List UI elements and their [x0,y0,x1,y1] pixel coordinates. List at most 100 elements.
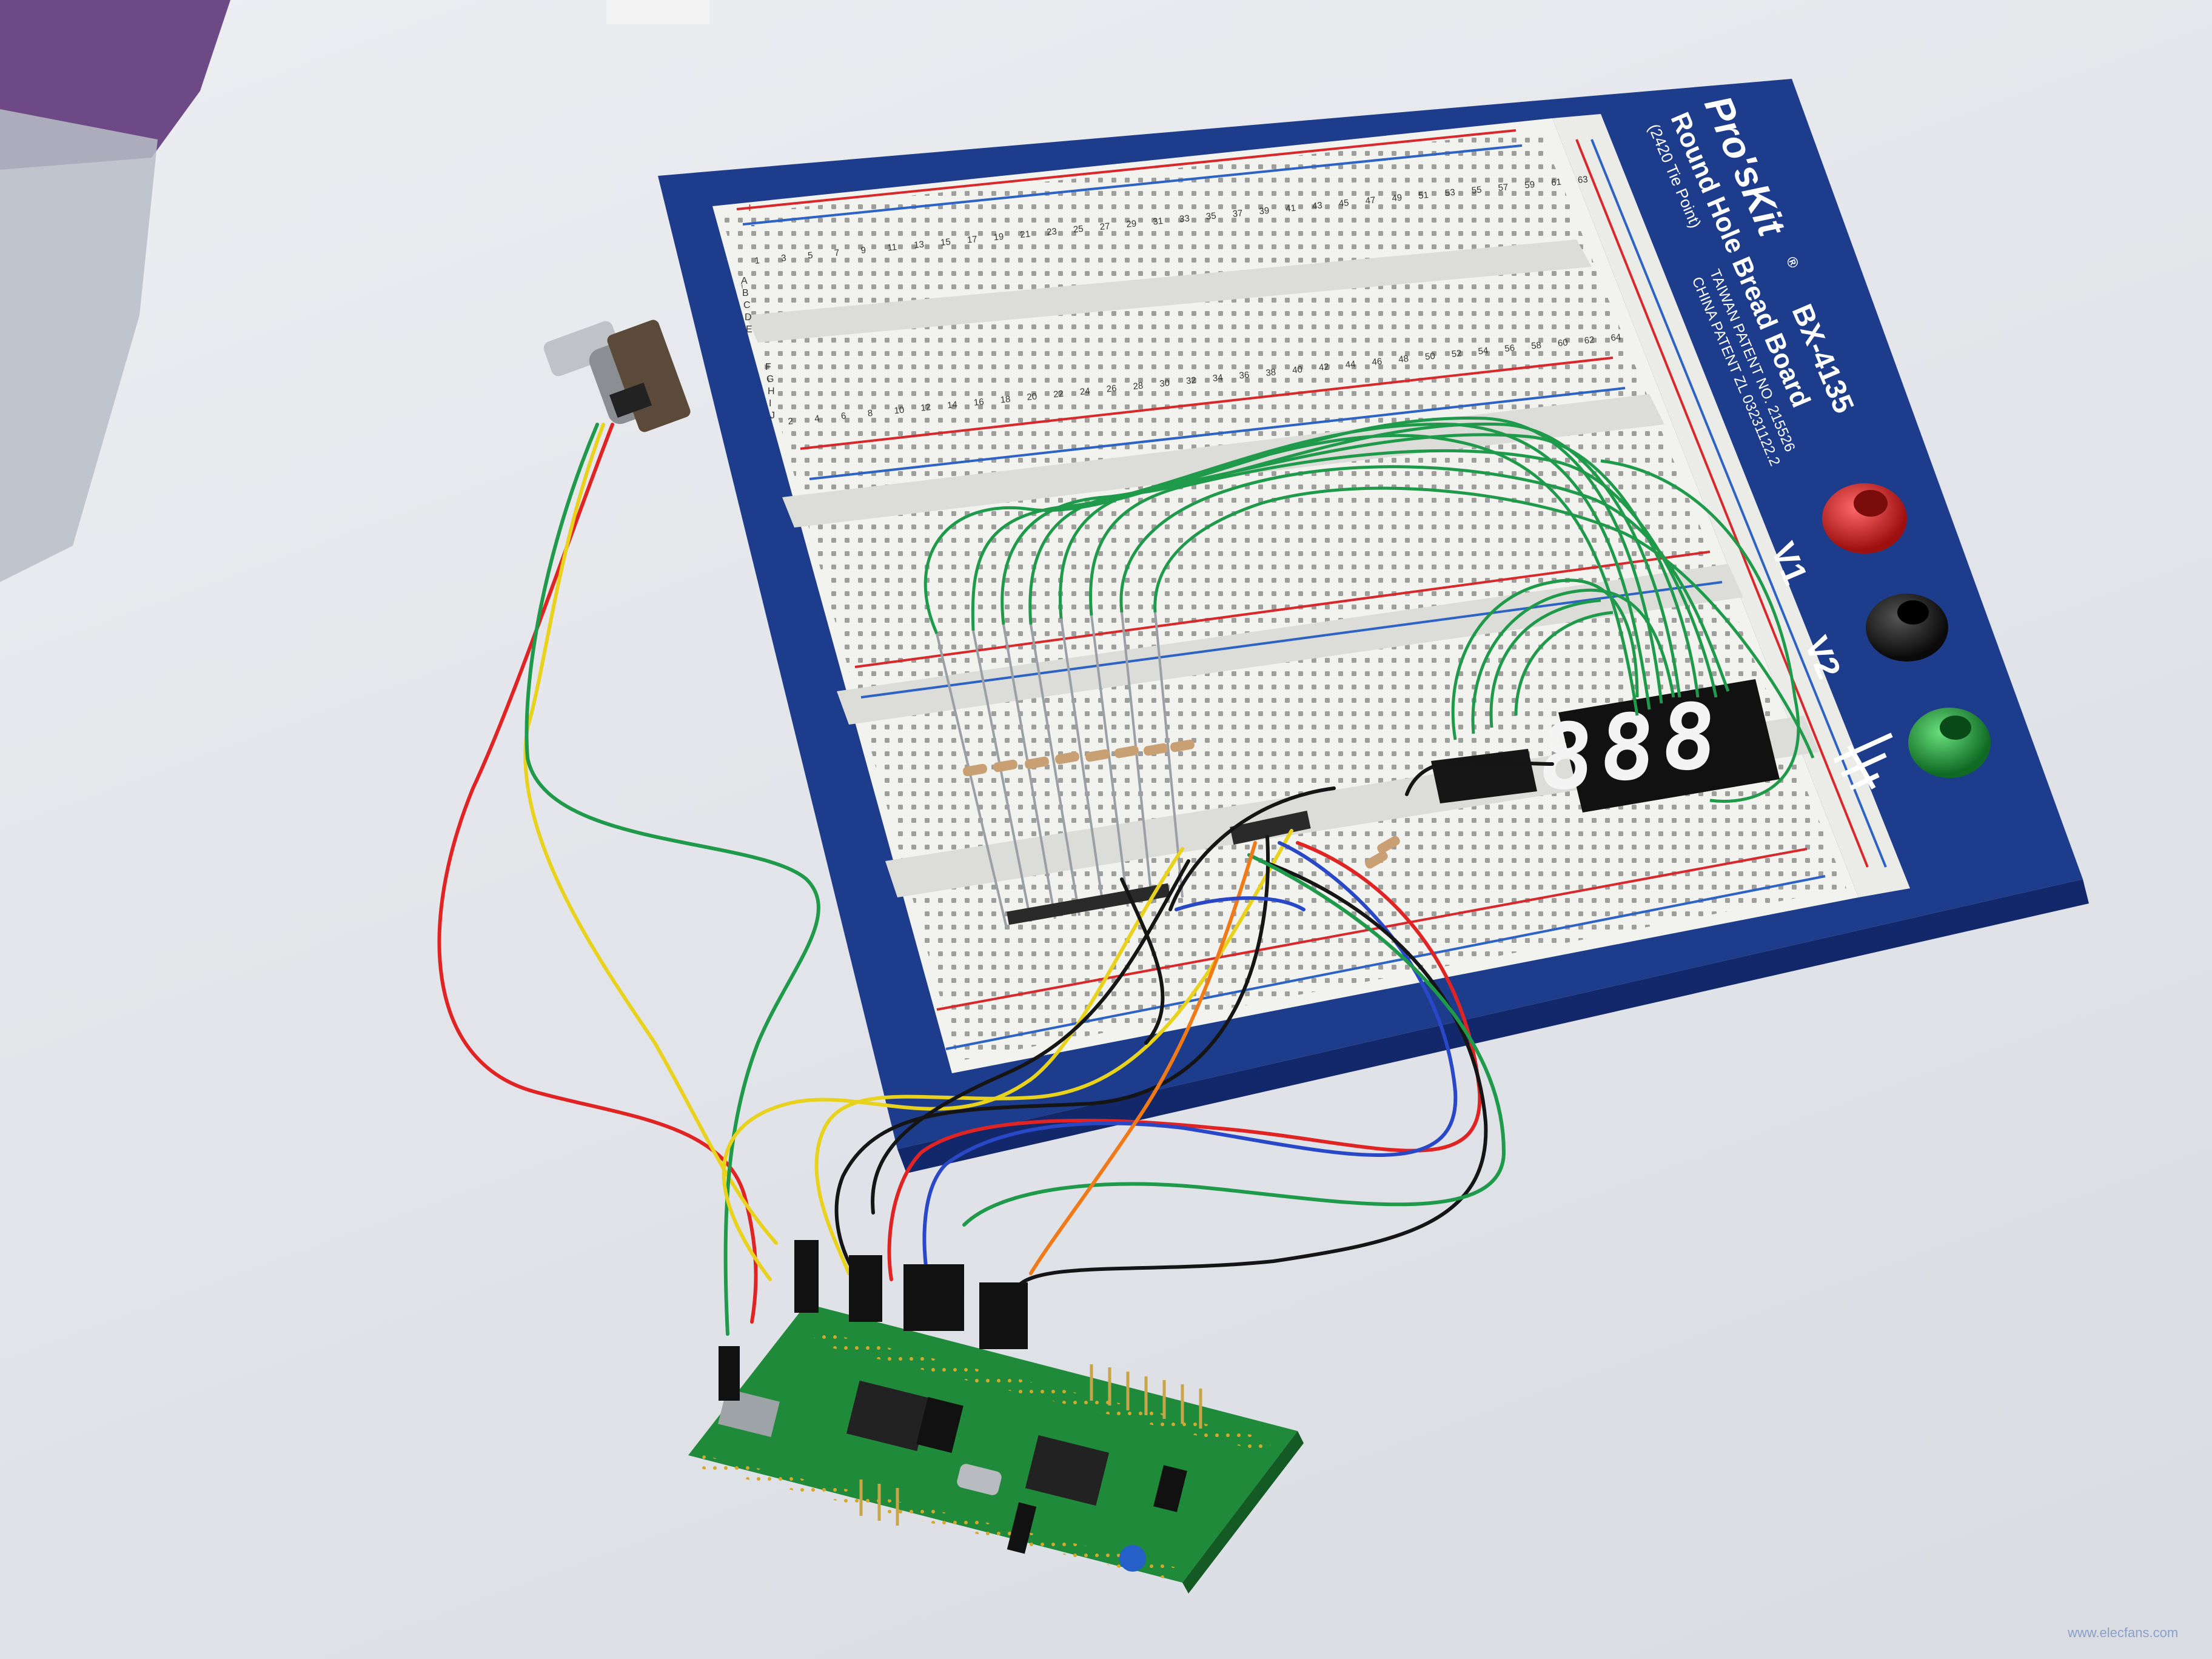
resistor [1055,751,1079,765]
display-digit: 8 [1535,705,1597,810]
wire-red [887,841,1482,1281]
resistor [1365,851,1388,869]
reset-button[interactable] [1119,1545,1146,1572]
column-number: 38 [1265,367,1276,378]
mcu-chip [846,1380,931,1452]
terminal-black[interactable] [1866,594,1948,662]
display-digit: 8 [1597,695,1658,801]
jumper-header [916,1396,964,1453]
row-letter: B [742,288,749,298]
column-number: 40 [1292,364,1302,376]
column-number: 44 [1345,359,1356,370]
column-number: 64 [1610,332,1621,344]
resistor [1085,749,1110,762]
mcu-dev-board [688,1240,1304,1594]
column-number: 13 [913,240,924,251]
column-number: 62 [1584,335,1595,346]
row-letters-bottom: F G H I J [765,362,775,421]
column-number: 55 [1471,185,1482,196]
column-number: 8 [867,408,873,419]
rail-plus-label: + [746,200,754,215]
header-strip [1230,810,1311,845]
rail-minus-label: - [751,217,755,232]
column-number: 34 [1212,372,1223,384]
column-number: 14 [947,400,957,411]
column-number: 7 [834,247,840,258]
wire-black [1405,759,1554,796]
wire-black [834,835,1270,1275]
wire-orange [1029,841,1257,1275]
resistor [1377,836,1400,854]
column-number: 3 [781,253,787,264]
column-number: 27 [1099,221,1110,233]
column-number: 63 [1577,174,1588,186]
column-number: 52 [1451,348,1462,360]
column-number: 33 [1179,213,1190,225]
column-number: 9 [860,245,866,256]
column-number: 56 [1504,343,1515,354]
column-numbers-even: 2 4 6 8 10 12 14 16 18 20 22 24 26 28 30… [788,332,1621,427]
column-number: 18 [1000,394,1011,406]
wire-red [437,423,758,1324]
row-letter: F [765,362,771,372]
ground-symbol-icon [1833,732,1893,791]
column-number: 11 [887,242,897,253]
wire-black [1168,786,1336,911]
plastic-bag [0,109,158,582]
row-letter: A [741,276,748,286]
column-numbers-odd: 1 3 5 7 9 11 13 15 17 19 21 23 25 27 29 … [754,174,1589,266]
resistor-array [936,612,1184,928]
column-number: 30 [1159,378,1170,389]
resistor [1144,743,1168,756]
row-letter: E [746,324,752,335]
terminal-red[interactable] [1822,483,1907,554]
row-letter: G [766,374,774,384]
column-number: 41 [1285,203,1296,215]
crystal [957,1464,1002,1495]
column-number: 48 [1398,354,1409,365]
column-number: 46 [1372,357,1382,368]
column-number: 21 [1020,229,1031,240]
jumper-header [1153,1465,1187,1512]
column-number: 10 [894,405,905,417]
display-digit: 8 [1658,685,1720,791]
pcb-pin-row [811,1331,1273,1452]
pcb [688,1304,1298,1583]
pcb-header-pins [859,1364,1202,1526]
mcu-chip [1025,1435,1110,1506]
jumper-header [1007,1502,1037,1554]
column-number: 16 [973,397,984,408]
column-number: 51 [1418,190,1429,201]
row-letter: C [743,300,751,310]
column-number: 60 [1557,337,1568,349]
row-letter: I [769,398,771,409]
column-number: 24 [1079,386,1090,397]
wire-yellow [814,829,1293,1275]
column-number: 25 [1073,224,1084,235]
potentiometer[interactable] [541,318,692,434]
column-number: 50 [1424,351,1435,363]
column-number: 49 [1392,192,1403,204]
terminal-green[interactable] [1908,708,1991,778]
resistor [963,763,987,777]
column-number: 29 [1126,218,1137,230]
wire-connector [903,1264,964,1331]
wire-blue [1175,896,1305,911]
wire-yellow [722,847,1184,1281]
column-number: 15 [940,236,951,248]
display-body [1558,679,1780,813]
wire-connector [849,1255,882,1322]
column-number: 43 [1312,200,1322,212]
breadboard-side-rail [1552,114,1910,897]
power-rail-lines [736,129,1887,1050]
resistor-bodies [963,739,1400,869]
column-number: 2 [788,416,794,427]
wire-black [1120,877,1165,1045]
column-number: 47 [1365,195,1376,207]
column-number: 26 [1106,383,1117,395]
breadboard: + - 1 3 5 7 9 11 13 15 17 19 21 23 25 27… [658,79,2089,1173]
green-jumper-wires [923,416,1815,803]
column-number: 57 [1498,182,1509,193]
column-number: 39 [1259,206,1270,217]
